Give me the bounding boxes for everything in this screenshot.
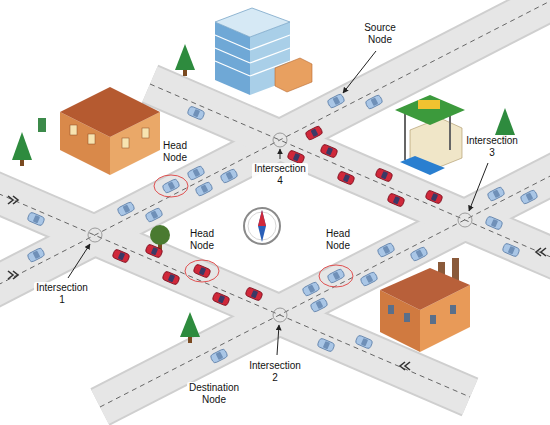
compass — [244, 208, 280, 244]
gas-station — [395, 95, 465, 175]
callout-label: Source Node — [362, 22, 398, 45]
station-building — [38, 87, 160, 175]
callout-label: Intersection 4 — [252, 163, 308, 186]
road — [0, 0, 550, 407]
tree — [12, 44, 515, 343]
callout-label: Intersection 1 — [34, 282, 90, 305]
vehicle — [27, 93, 538, 363]
leader-line — [68, 51, 488, 355]
callout-label: Head Node — [188, 228, 216, 251]
callout-label: Destination Node — [187, 382, 241, 405]
callout-label: Head Node — [324, 228, 352, 251]
callout-label: Intersection 3 — [464, 135, 520, 158]
office-building — [215, 8, 312, 95]
callout-label: Intersection 2 — [247, 360, 303, 383]
callout-label: Head Node — [161, 140, 189, 163]
factory-building — [380, 258, 470, 352]
head-node-ring — [154, 175, 353, 287]
